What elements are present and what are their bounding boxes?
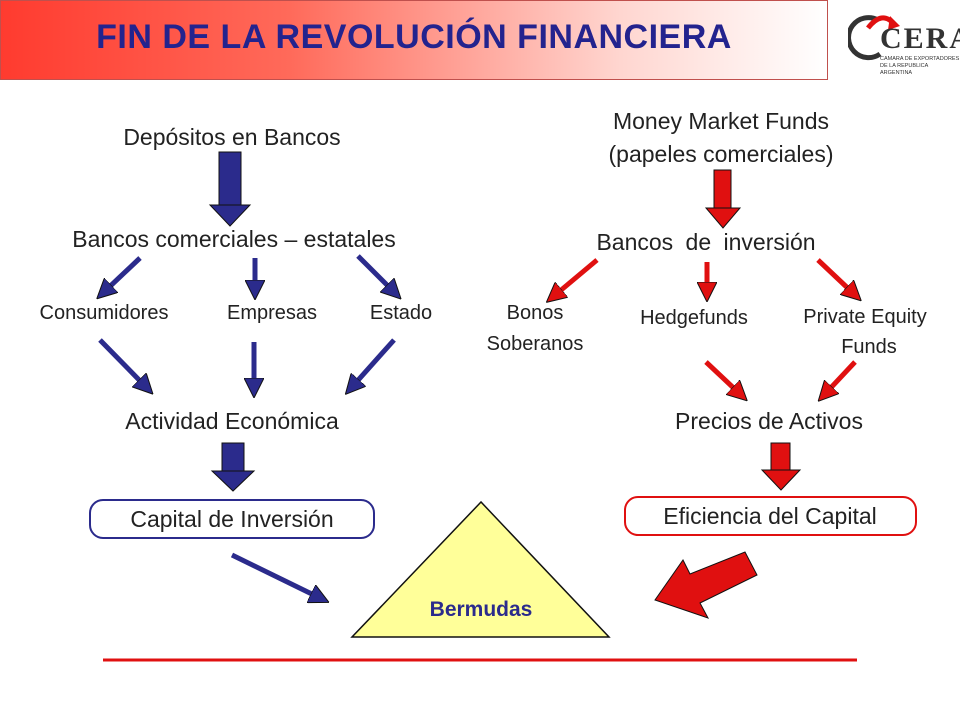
bermudas-label: Bermudas xyxy=(429,598,533,621)
arrow-eficiencia-bermudas xyxy=(654,551,758,619)
arrow-mmf-head xyxy=(704,207,742,229)
branch-estado: Estado xyxy=(369,302,433,324)
branch-private-line2: Funds xyxy=(841,336,897,358)
left-middle-label: Bancos comerciales – estatales xyxy=(72,226,396,252)
eficiencia-box-label: Eficiencia del Capital xyxy=(663,503,877,529)
arrow-to-consumidores xyxy=(104,256,142,292)
right-arrows xyxy=(554,169,857,619)
arrow-consumidores-actividad xyxy=(98,338,146,387)
right-top-line1: Money Market Funds xyxy=(612,108,830,134)
eficiencia-box xyxy=(624,496,917,536)
right-result-label: Precios de Activos xyxy=(675,408,863,434)
arrow-to-estado xyxy=(356,254,394,292)
branch-bonos-line1: Bonos xyxy=(506,302,564,324)
branch-hedgefunds: Hedgefunds xyxy=(640,307,748,329)
slide-title: FIN DE LA REVOLUCIÓN FINANCIERA xyxy=(96,18,732,56)
arrow-precios-down xyxy=(770,442,791,474)
capital-box-label: Capital de Inversión xyxy=(130,506,334,532)
bermudas-triangle xyxy=(350,500,611,638)
left-result-label: Actividad Económica xyxy=(125,408,339,434)
branch-private-line1: Private Equity xyxy=(803,306,927,328)
capital-box xyxy=(89,499,375,539)
arrow-private-precios xyxy=(825,360,857,394)
arrow-capital-bermudas xyxy=(230,552,320,598)
arrow-hedge-precios xyxy=(704,360,740,394)
arrow-depositos-down xyxy=(218,151,242,208)
left-top-label: Depósitos en Bancos xyxy=(123,124,341,150)
logo-name: CERA xyxy=(880,22,960,55)
right-middle-label: Bancos de inversión xyxy=(596,229,816,255)
left-arrows xyxy=(98,151,396,598)
arrow-mmf-down xyxy=(713,169,732,211)
right-top-line2: (papeles comerciales) xyxy=(608,141,834,167)
logo-subtitle: CAMARA DE EXPORTADORES DE LA REPUBLICA A… xyxy=(880,56,960,76)
arrow-to-private-equity xyxy=(816,258,854,294)
arrow-precios-head xyxy=(760,469,802,491)
branch-empresas: Empresas xyxy=(226,302,318,324)
arrow-estado-actividad xyxy=(352,338,396,387)
branch-bonos-line2: Soberanos xyxy=(486,333,584,355)
arrow-actividad-down xyxy=(221,442,245,474)
title-bar xyxy=(0,0,828,80)
cera-logo-icon xyxy=(848,15,900,61)
arrow-actividad-head xyxy=(210,470,256,492)
arrow-to-bonos xyxy=(554,258,599,296)
branch-consumidores: Consumidores xyxy=(39,302,169,324)
arrow-depositos-head xyxy=(208,204,252,227)
